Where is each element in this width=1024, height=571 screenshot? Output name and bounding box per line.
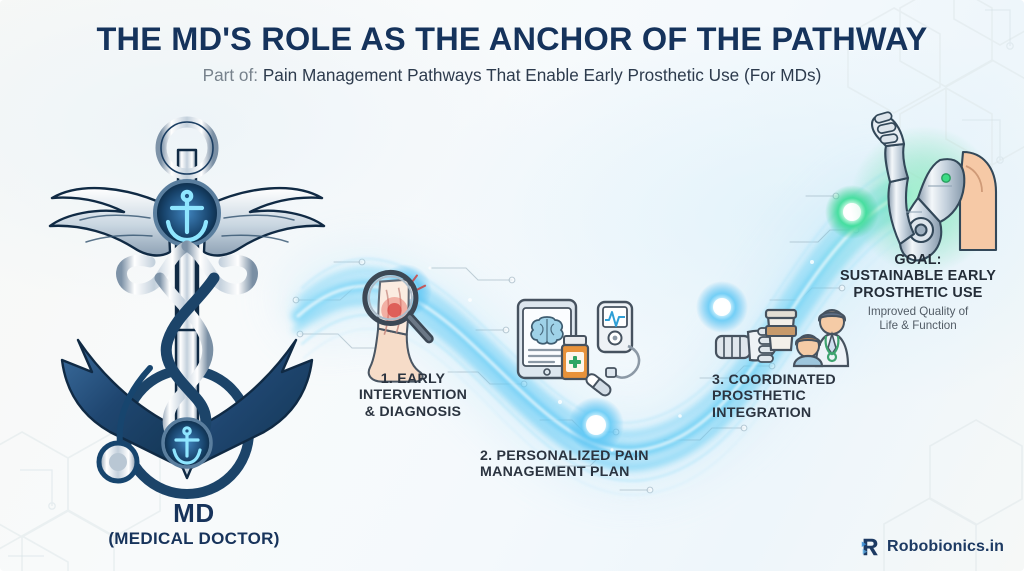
goal-block: GOAL: SUSTAINABLE EARLY PROSTHETIC USE I… xyxy=(833,252,1003,334)
goal-title: GOAL: SUSTAINABLE EARLY PROSTHETIC USE xyxy=(839,252,997,301)
step-2-label: 2. PERSONALIZED PAIN MANAGEMENT PLAN xyxy=(480,448,649,481)
anchor-label-sub: (MEDICAL DOCTOR) xyxy=(108,529,280,548)
glow-node-3 xyxy=(696,281,748,333)
step-1-label: 1. EARLY INTERVENTION & DIAGNOSIS xyxy=(358,371,468,420)
subtitle-main: Pain Management Pathways That Enable Ear… xyxy=(262,65,822,86)
glow-node-1 xyxy=(378,264,432,318)
brand-logo[interactable]: Robobionics.in xyxy=(859,536,1004,558)
page-subtitle: Part of: Pain Management Pathways That E… xyxy=(0,65,1024,86)
glow-node-2 xyxy=(568,397,624,453)
page-title: THE MD'S ROLE AS THE ANCHOR OF THE PATHW… xyxy=(96,21,928,57)
step-3-label: 3. COORDINATED PROSTHETIC INTEGRATION xyxy=(712,372,836,421)
goal-subtitle: Improved Quality of Life & Function xyxy=(867,305,969,333)
anchor-label-block: MD (MEDICAL DOCTOR) xyxy=(44,500,344,549)
glow-node-goal xyxy=(825,185,879,239)
anchor-label-main: MD xyxy=(173,498,215,528)
robobionics-r-logo-icon xyxy=(861,538,878,556)
header: THE MD'S ROLE AS THE ANCHOR OF THE PATHW… xyxy=(0,22,1024,86)
brand-name: Robobionics.in xyxy=(887,538,1004,555)
subtitle-lead: Part of: xyxy=(202,65,259,86)
